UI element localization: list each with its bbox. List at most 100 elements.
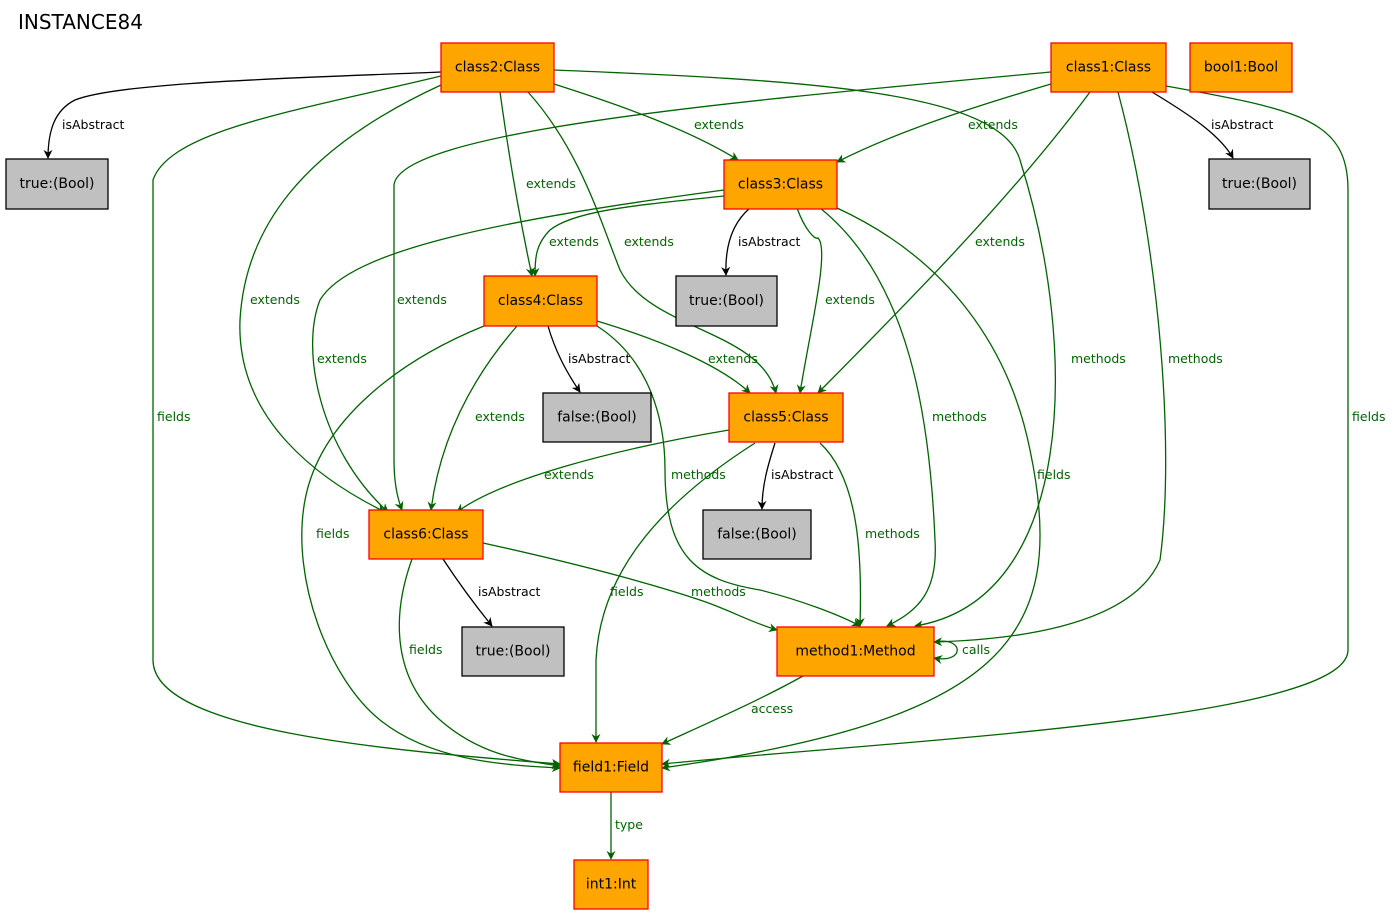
node-int1: int1:Int (573, 859, 649, 910)
edge-label-extends: extends (975, 234, 1025, 249)
edge-label-methods: methods (691, 584, 746, 599)
edge-label-fields: fields (409, 642, 442, 657)
node-true-value-c-label: true:(Bool) (689, 293, 764, 309)
edge-class5-class6-extends: extends (456, 429, 730, 513)
edge-class2-fields: fields (152, 75, 561, 768)
edge-class3-class4-extends: extends (530, 195, 725, 277)
node-class4-label: class4:Class (498, 293, 583, 309)
node-false-value-b-label: false:(Bool) (717, 527, 797, 543)
edge-class5-fields: fields (591, 442, 756, 743)
node-class2: class2:Class (440, 42, 555, 93)
edge-label-isabstract: isAbstract (1211, 117, 1274, 132)
edge-class1-class6-extends: extends (393, 71, 1052, 511)
edge-label-extends: extends (526, 176, 576, 191)
edge-method1-calls: calls (933, 640, 990, 664)
edge-label-extends: extends (317, 351, 367, 366)
edge-class1-method1-methods: methods (933, 91, 1223, 647)
edge-class6-isabstract: isAbstract (442, 558, 541, 627)
edge-label-type: type (615, 817, 643, 832)
edge-label-isabstract: isAbstract (478, 584, 541, 599)
node-class2-label: class2:Class (455, 60, 540, 76)
edge-class3-class6-extends: extends (311, 189, 725, 513)
node-class6: class6:Class (368, 509, 484, 560)
edge-class4-isabstract: isAbstract (547, 325, 631, 393)
edge-label-fields: fields (610, 584, 643, 599)
edge-label-extends: extends (397, 292, 447, 307)
edge-field1-int1-type: type (606, 792, 643, 860)
edge-label-methods: methods (1168, 351, 1223, 366)
diagram-title: INSTANCE84 (18, 10, 143, 34)
edge-label-extends: extends (624, 234, 674, 249)
node-true-value-a: true:(Bool) (5, 158, 109, 210)
edge-class3-isabstract: isAbstract (721, 207, 801, 276)
edge-label-extends: extends (544, 467, 594, 482)
edge-class2-class6-extends: extends (239, 84, 442, 513)
edge-class2-isabstract: isAbstract (43, 71, 442, 159)
edge-method1-field1-access: access (661, 675, 804, 745)
edge-label-methods: methods (865, 526, 920, 541)
node-class6-label: class6:Class (383, 527, 468, 543)
edge-class2-class5-extends: extends (527, 91, 779, 394)
edge-label-isabstract: isAbstract (738, 234, 801, 249)
edge-class5-method1-methods: methods (819, 442, 920, 627)
edge-label-isabstract: isAbstract (568, 351, 631, 366)
edge-label-access: access (751, 701, 793, 716)
edge-label-calls: calls (962, 642, 990, 657)
edge-label-extends: extends (968, 117, 1018, 132)
edge-class4-fields: fields (301, 325, 561, 773)
edge-label-extends: extends (250, 292, 300, 307)
edge-label-extends: extends (549, 234, 599, 249)
edge-label-isabstract: isAbstract (771, 467, 834, 482)
edge-label-extends: extends (708, 351, 758, 366)
edge-class1-class5-extends: extends (817, 91, 1091, 394)
edge-class6-fields: fields (398, 558, 561, 770)
node-class5-label: class5:Class (743, 410, 828, 426)
node-method1-label: method1:Method (795, 644, 915, 660)
edge-label-extends: extends (694, 117, 744, 132)
edge-class3-method1-methods: methods (819, 207, 987, 627)
edge-label-extends: extends (475, 409, 525, 424)
edge-label-fields: fields (1037, 467, 1070, 482)
node-bool1: bool1:Bool (1189, 42, 1293, 93)
node-false-value-a: false:(Bool) (542, 392, 652, 443)
node-class1: class1:Class (1050, 42, 1167, 93)
node-class3: class3:Class (723, 159, 838, 210)
edge-class6-method1-methods: methods (482, 542, 778, 633)
edge-class4-class5-extends: extends (596, 320, 758, 394)
node-class4: class4:Class (483, 275, 598, 327)
node-true-value-a-label: true:(Bool) (20, 176, 95, 192)
edge-class1-class3-extends: extends (836, 83, 1052, 163)
node-false-value-a-label: false:(Bool) (557, 410, 637, 426)
edge-label-fields: fields (157, 409, 190, 424)
edge-class4-class6-extends: extends (427, 325, 525, 511)
node-true-value-d: true:(Bool) (461, 626, 565, 677)
edge-class2-class4-extends: extends (499, 91, 576, 277)
node-false-value-b: false:(Bool) (702, 509, 812, 560)
edge-label-methods: methods (671, 467, 726, 482)
node-true-value-d-label: true:(Bool) (476, 644, 551, 660)
edge-label-methods: methods (932, 409, 987, 424)
edge-class5-isabstract: isAbstract (757, 442, 834, 510)
edge-label-extends: extends (825, 292, 875, 307)
edge-label-fields: fields (316, 526, 349, 541)
edge-class2-class3-extends: extends (553, 83, 744, 161)
node-true-value-c: true:(Bool) (675, 275, 778, 327)
edge-class3-fields: fields (661, 207, 1070, 772)
node-class1-label: class1:Class (1066, 60, 1151, 76)
edge-class2-method1-methods: methods (553, 69, 1126, 630)
node-int1-label: int1:Int (586, 877, 637, 893)
edge-class3-class5-extends: extends (796, 207, 875, 394)
node-class3-label: class3:Class (738, 177, 823, 193)
node-bool1-label: bool1:Bool (1204, 60, 1278, 76)
edge-class1-fields: fields (661, 85, 1385, 768)
node-method1: method1:Method (776, 626, 935, 677)
edge-label-fields: fields (1352, 409, 1385, 424)
node-true-value-b: true:(Bool) (1208, 158, 1311, 210)
edge-label-methods: methods (1071, 351, 1126, 366)
edge-class4-method1-methods: methods (596, 325, 861, 627)
edge-class1-isabstract: isAbstract (1151, 91, 1274, 159)
edge-label-isabstract: isAbstract (62, 117, 125, 132)
node-class5: class5:Class (728, 392, 844, 443)
node-field1: field1:Field (559, 742, 663, 793)
